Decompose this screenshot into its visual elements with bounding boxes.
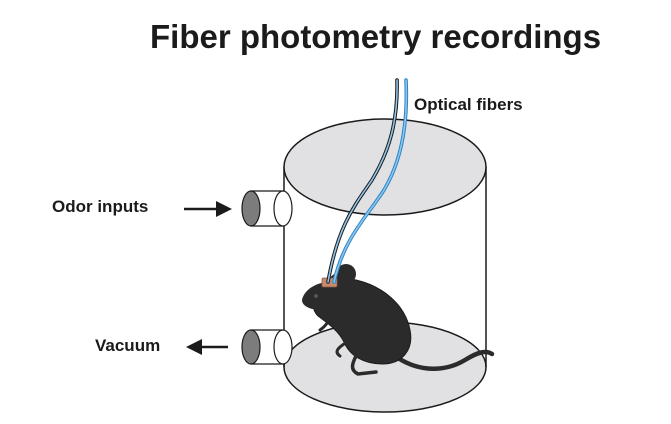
chamber-lid [283,118,487,216]
mouse [302,264,495,376]
vacuum-port [241,329,293,365]
odor-input-port [241,190,293,227]
odor-inputs-label: Odor inputs [52,197,149,216]
page-title: Fiber photometry recordings [150,18,602,55]
optical-fibers [326,78,409,284]
optical-fibers-label: Optical fibers [414,95,523,114]
arrow-right-icon [184,201,232,217]
vacuum-label: Vacuum [95,336,161,355]
arrow-left-icon [186,339,228,355]
